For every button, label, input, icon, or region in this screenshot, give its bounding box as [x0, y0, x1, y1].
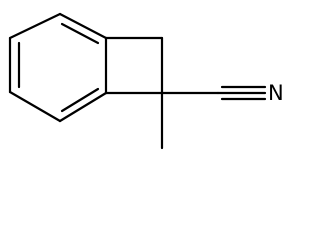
bond-ring-c3-c4-inner	[60, 87, 100, 113]
bond-ring-c6-c1	[8, 12, 62, 40]
bond-ring-c3-c4	[58, 91, 108, 123]
benzocyclobutene-carbonitrile-structure	[8, 12, 267, 150]
bond-ring-c4-c5	[8, 90, 62, 123]
nitrogen-atom-label: N	[267, 81, 285, 105]
bond-ring-c1-c2-inner	[60, 22, 100, 45]
bond-ring-c1-c2	[58, 12, 108, 40]
chemical-structure-canvas: N	[8, 12, 285, 150]
